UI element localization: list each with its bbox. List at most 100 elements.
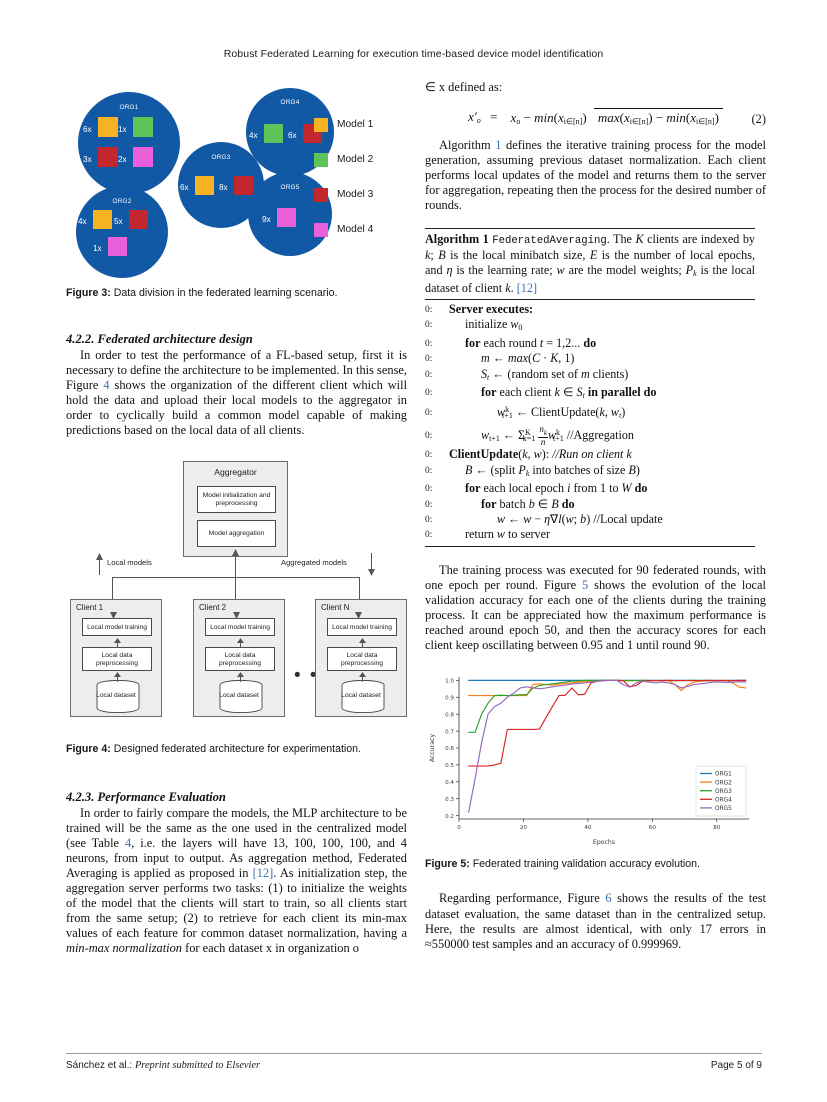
figure-4-caption-text: Designed federated architecture for expe… [113,742,362,755]
aggregator-box: Aggregator Model initialization and prep… [183,460,288,557]
client-1-preproc-box: Local data preprocessing [82,646,152,671]
client-n-dataset-cylinder [341,679,385,713]
ref-figure-4[interactable]: 4 [103,378,110,393]
aggregated-models-arrow-stem [371,552,372,569]
ptrain-b: shows the evolution of the local validat… [425,577,766,653]
model-init-box: Model initialization and preprocessing [197,485,276,513]
legend-swatch-model3 [314,187,328,202]
legend-label-model3: Model 3 [337,189,374,200]
client-n-training-label: Local model training [332,623,392,631]
line-number: 0: [425,387,433,398]
ref-algorithm-1[interactable]: 1 [495,138,502,153]
svg-text:ORG5: ORG5 [715,807,732,813]
org2-count-2: 5x [114,217,123,226]
footer-authors: Sánchez et al.: [66,1060,133,1071]
line-number: 0: [425,450,433,461]
client-2-title: Client 2 [199,602,227,612]
org2-count-1: 4x [78,217,87,226]
aggregated-models-label: Aggregated models [281,557,347,567]
org1-count-1: 6x [83,125,92,134]
algorithm-line: 0:Server executes: [425,301,534,316]
line-number: 0: [425,530,433,541]
figure-3-caption-text: Data division in the federated learning … [113,287,338,299]
client-n-up-arrow-a [359,637,366,648]
org3-label: ORG3 [211,154,231,161]
footer-note: Preprint submitted to Elsevier [134,1060,261,1071]
right-column: ∈ x defined as: x′o = xo − min(xi∈[n]) m… [425,80,766,952]
org1-swatch-3 [98,147,118,167]
p422-b: shows the organization of the different … [66,378,408,438]
legend-swatch-model1 [314,117,328,132]
client-n-title: Client N [321,602,350,612]
continued-line: ∈ x defined as: [425,80,503,94]
model-aggregation-box: Model aggregation [197,519,276,547]
org2-swatch-3 [108,237,127,256]
org2-swatch-1 [93,210,112,229]
line-number: 0: [425,499,433,510]
figure-5-caption-label: Figure 5: [425,858,470,871]
client-2-inbound-arrow [233,611,240,619]
legend-item: Model 3 [314,182,373,207]
org2-swatch-2 [129,210,148,229]
model-aggregation-label: Model aggregation [208,529,265,537]
p423-a: In order to fairly compare the models, t… [66,805,407,850]
local-models-up-arrow [96,552,103,560]
org1-count-2: 1x [118,125,127,134]
svg-text:0.7: 0.7 [445,730,454,736]
svg-text:0: 0 [457,825,461,831]
ref-figure-5[interactable]: 5 [582,577,589,592]
algorithm-1-block: Algorithm 1 FederatedAveraging. The K cl… [425,227,755,547]
svg-text:0.4: 0.4 [445,780,454,786]
org4-count-2: 6x [288,131,297,140]
client-1-dataset-label: Local dataset [96,691,136,699]
algorithm-line: 0:B ← (split Pk into batches of size B) [425,462,640,478]
client-n-preproc-label: Local data preprocessing [340,651,383,667]
client-n-inbound-arrow [355,611,362,619]
algorithm-label: Algorithm 1 [425,231,489,246]
client-n-box: Client N Local model training Local data… [315,598,407,717]
org3-circle: ORG3 6x 8x [178,142,264,228]
algorithm-line: 0:ClientUpdate(k, w): //Run on client k [425,447,632,462]
client-1-up-arrow-a [114,637,121,648]
ref-table-4[interactable]: 4 [124,835,132,850]
svg-text:0.9: 0.9 [445,696,454,702]
equation-2: x′o = xo − min(xi∈[n]) max(xi∈[n]) − min… [425,95,766,132]
ref-12[interactable]: [12] [252,865,274,880]
algorithm-header: Algorithm 1 FederatedAveraging. The K cl… [425,229,755,299]
org1-swatch-1 [98,117,118,137]
palgo-b: defines the iterative training process f… [425,138,766,213]
line-number: 0: [425,515,433,526]
algorithm-ref-12[interactable]: [12] [516,281,538,296]
svg-text:0.6: 0.6 [445,747,454,753]
legend-swatch-model4 [314,222,328,237]
algorithm-line: 0:for each round t = 1,2... do [425,335,597,350]
org5-label: ORG5 [280,184,300,191]
svg-text:0.2: 0.2 [445,814,454,820]
figure-3-caption: Figure 3: Data division in the federated… [66,286,407,300]
line-number: 0: [425,320,433,331]
figure-5-caption-text: Federated training validation accuracy e… [472,858,700,871]
legend-item: Model 2 [314,147,373,172]
svg-text:1.0: 1.0 [445,679,454,685]
svg-text:ORG1: ORG1 [715,772,732,778]
heading-4-2-2: 4.2.2. Federated architecture design [66,332,253,346]
svg-text:20: 20 [520,825,528,831]
org3-count-1: 6x [180,183,189,192]
client-n-training-box: Local model training [327,617,397,636]
org5-circle: ORG5 9x [248,172,332,256]
client-n-preproc-box: Local data preprocessing [327,646,397,671]
page-footer: Sánchez et al.: Preprint submitted to El… [66,1053,762,1071]
client-1-title: Client 1 [76,602,104,612]
org3-swatch-2 [234,176,253,195]
org2-count-3: 1x [93,244,102,253]
algorithm-line: 0:initialize w0 [425,317,523,333]
client-1-training-label: Local model training [87,623,147,631]
svg-text:0.3: 0.3 [445,797,454,803]
ref-figure-6[interactable]: 6 [605,891,612,906]
algorithm-line: 0:m ← max(C · K, 1) [425,351,575,366]
line-number: 0: [425,430,433,441]
line-number: 0: [425,465,433,476]
